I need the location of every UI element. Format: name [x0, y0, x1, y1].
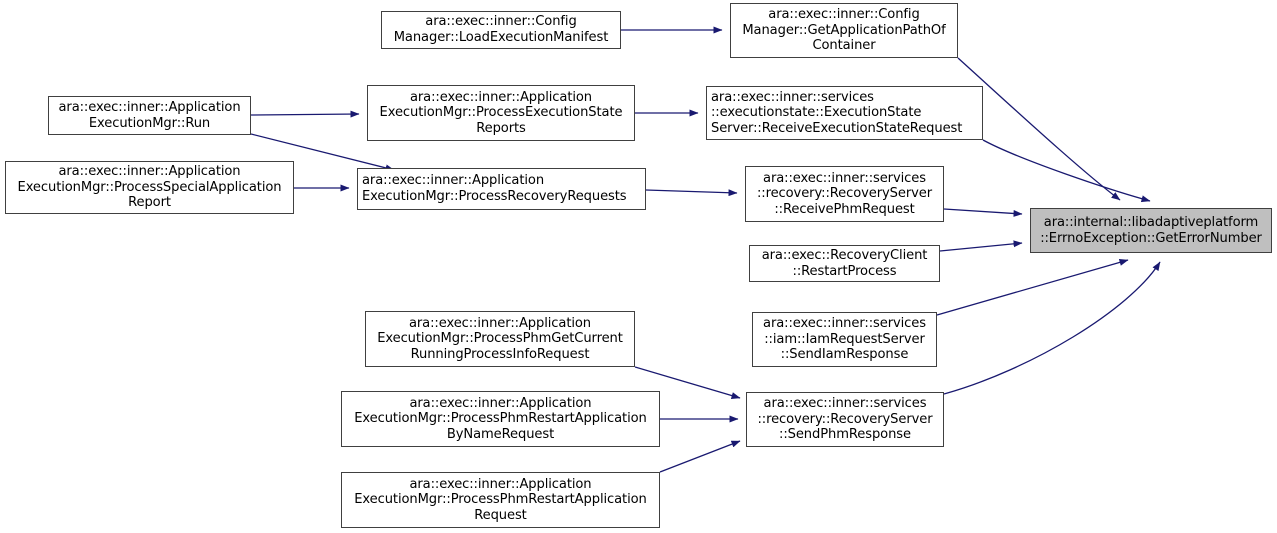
graph-node-label: ara::exec::inner::Application ExecutionM… — [377, 315, 623, 362]
graph-node-process_phm_restart_application_request[interactable]: ara::exec::inner::Application ExecutionM… — [341, 472, 660, 528]
graph-node-label: ara::exec::inner::services ::recovery::R… — [757, 396, 933, 443]
graph-node-label: ara::exec::inner::Application ExecutionM… — [379, 89, 623, 136]
graph-node-send_phm_response[interactable]: ara::exec::inner::services ::recovery::R… — [746, 392, 944, 447]
graph-edge-process_recovery_requests-to-receive_phm_request — [645, 189, 738, 197]
graph-node-process_phm_restart_application_by_name_request[interactable]: ara::exec::inner::Application ExecutionM… — [341, 391, 660, 447]
graph-node-load_execution_manifest[interactable]: ara::exec::inner::Config Manager::LoadEx… — [381, 11, 621, 49]
graph-edge-receive_execution_state_request-to-errno_exception_get_error_number — [982, 139, 1151, 203]
graph-edge-process_phm_restart_application_request-to-send_phm_response — [659, 440, 741, 473]
graph-node-process_execution_state_reports[interactable]: ara::exec::inner::Application ExecutionM… — [367, 85, 635, 141]
graph-edge-application_execution_mgr_run-to-process_execution_state_reports — [250, 110, 360, 118]
graph-node-receive_execution_state_request[interactable]: ara::exec::inner::services ::executionst… — [706, 86, 983, 140]
graph-node-errno_exception_get_error_number[interactable]: ara::internal::libadaptiveplatform ::Err… — [1030, 208, 1272, 253]
graph-node-label: ara::internal::libadaptiveplatform ::Err… — [1040, 214, 1262, 246]
graph-node-label: ara::exec::inner::Application ExecutionM… — [354, 476, 647, 523]
graph-node-label: ara::exec::inner::Application ExecutionM… — [354, 395, 647, 442]
graph-node-label: ara::exec::inner::Application ExecutionM… — [362, 173, 627, 204]
graph-node-application_execution_mgr_run[interactable]: ara::exec::inner::Application ExecutionM… — [48, 96, 251, 135]
graph-edge-send_iam_response-to-errno_exception_get_error_number — [936, 258, 1129, 316]
graph-node-recovery_client_restart_process[interactable]: ara::exec::RecoveryClient ::RestartProce… — [749, 245, 940, 282]
graph-edge-send_phm_response-to-errno_exception_get_error_number — [943, 261, 1161, 395]
graph-node-label: ara::exec::inner::services ::executionst… — [711, 89, 963, 136]
graph-node-label: ara::exec::inner::services ::recovery::R… — [756, 170, 933, 217]
graph-node-label: ara::exec::inner::Config Manager::LoadEx… — [393, 14, 609, 45]
graph-node-label: ara::exec::inner::services ::iam::IamReq… — [763, 316, 926, 363]
graph-node-label: ara::exec::RecoveryClient ::RestartProce… — [761, 247, 928, 279]
graph-node-get_application_path_of_container[interactable]: ara::exec::inner::Config Manager::GetApp… — [730, 3, 958, 58]
graph-node-process_special_application_report[interactable]: ara::exec::inner::Application ExecutionM… — [5, 161, 294, 214]
graph-node-process_recovery_requests[interactable]: ara::exec::inner::Application ExecutionM… — [357, 168, 646, 210]
graph-node-receive_phm_request[interactable]: ara::exec::inner::services ::recovery::R… — [745, 166, 944, 222]
graph-node-send_iam_response[interactable]: ara::exec::inner::services ::iam::IamReq… — [752, 312, 937, 367]
graph-node-process_phm_get_current_running_process_info_request[interactable]: ara::exec::inner::Application ExecutionM… — [365, 311, 635, 367]
graph-node-label: ara::exec::inner::Application ExecutionM… — [17, 164, 282, 211]
graph-node-label: ara::exec::inner::Config Manager::GetApp… — [742, 7, 946, 54]
graph-edge-recovery_client_restart_process-to-errno_exception_get_error_number — [939, 240, 1023, 252]
graph-node-label: ara::exec::inner::Application ExecutionM… — [58, 99, 241, 131]
graph-edge-receive_phm_request-to-errno_exception_get_error_number — [943, 208, 1023, 217]
